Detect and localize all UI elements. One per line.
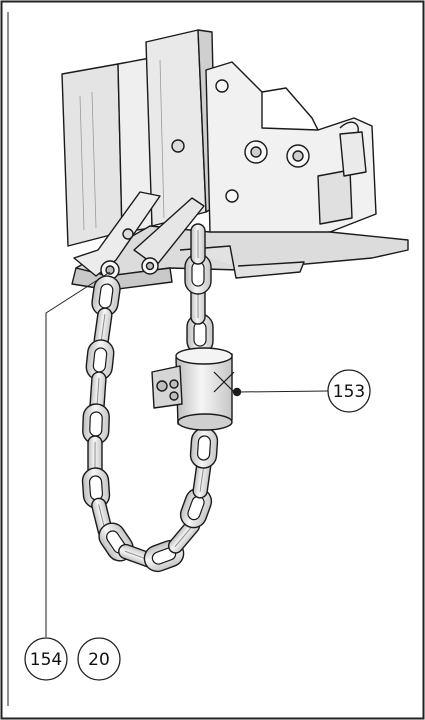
chain-link — [91, 275, 121, 317]
chain-link — [189, 427, 219, 469]
chain-link — [81, 467, 111, 509]
callout-20: 20 — [77, 637, 121, 681]
callout-bubble-20 — [77, 637, 121, 681]
callout-bubble-153 — [327, 369, 371, 413]
chain-link — [179, 487, 213, 529]
callout-bubble-154 — [24, 637, 68, 681]
callout-label-154: 154 — [30, 650, 62, 670]
bracket-assembly — [61, 29, 409, 291]
callout-154: 154 — [24, 271, 111, 681]
chain-link — [82, 403, 110, 445]
callout-label-153: 153 — [333, 382, 365, 402]
callout-153: 153 — [237, 369, 371, 413]
callout-label-20: 20 — [88, 650, 110, 670]
chain-clamp — [151, 347, 242, 431]
chain-link — [190, 223, 206, 265]
leader-line-153 — [237, 390, 329, 393]
leader-line-154 — [45, 271, 111, 637]
chain — [81, 223, 219, 573]
